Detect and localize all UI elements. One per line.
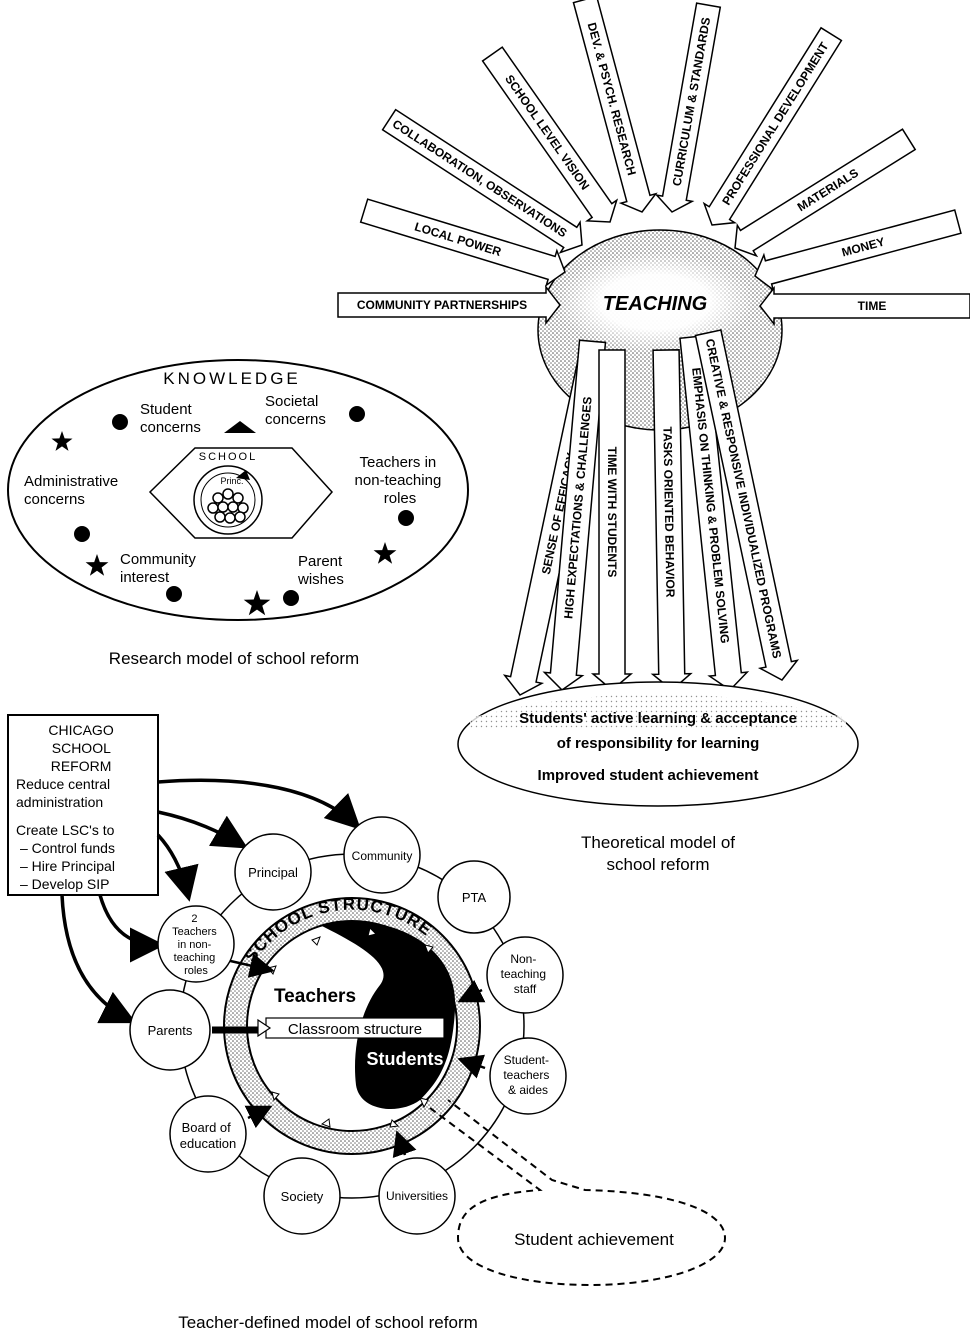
- arrow-to-teachers-roles: [158, 835, 188, 895]
- node-board-label: Board of education: [180, 1120, 236, 1151]
- dot-marker: [283, 590, 299, 606]
- dot-marker: [166, 586, 182, 602]
- theoretical-caption-2: school reform: [607, 855, 710, 874]
- achievement-label: Student achievement: [514, 1230, 674, 1249]
- input-arrow-10-label: TIME: [858, 299, 887, 313]
- dot-marker: [74, 526, 90, 542]
- output-arrow-3: TIME WITH STUDENTS: [593, 350, 631, 690]
- arrow-to-parents: [62, 895, 130, 1020]
- students-label: Students: [366, 1049, 443, 1069]
- teaching-label: TEACHING: [603, 293, 707, 315]
- node-pta-label: PTA: [462, 890, 487, 905]
- node-student-teachers-label: Student- teachers & aides: [503, 1053, 552, 1097]
- input-arrow-10: TIME: [760, 288, 970, 324]
- dot-marker: [349, 406, 365, 422]
- teacher-caption: Teacher-defined model of school reform: [178, 1313, 478, 1332]
- knowledge-title: KNOWLEDGE: [163, 369, 301, 388]
- input-arrow-6: CURRICULUM & STANDARDS: [654, 2, 726, 215]
- research-model: KNOWLEDGE Student concerns Societal conc…: [8, 360, 468, 668]
- student-concerns-label: Student concerns: [140, 401, 201, 436]
- node-universities-label: Universities: [386, 1189, 448, 1203]
- arrow-to-community: [158, 780, 356, 825]
- principal-mini-label: Princ.: [220, 476, 243, 486]
- achievement-bubble: [430, 1100, 725, 1285]
- teachers-label: Teachers: [274, 986, 356, 1007]
- input-arrow-1-label: COMMUNITY PARTNERSHIPS: [357, 298, 527, 312]
- input-arrow-5-label: DEV. & PSYCH. RESEARCH: [585, 21, 639, 177]
- result-line-1: Students' active learning & acceptance: [519, 710, 797, 727]
- node-principal-label: Principal: [248, 865, 298, 880]
- classroom-structure-label: Classroom structure: [288, 1021, 422, 1038]
- school-label: SCHOOL: [199, 451, 257, 463]
- input-arrow-1: COMMUNITY PARTNERSHIPS: [338, 287, 560, 323]
- result-line-3: Improved student achievement: [538, 767, 759, 784]
- arrow-to-teachers-roles-2: [100, 895, 158, 945]
- node-community-label: Community: [352, 849, 413, 863]
- result-line-2: of responsibility for learning: [557, 735, 760, 752]
- research-caption: Research model of school reform: [109, 649, 359, 668]
- arrow-to-principal: [158, 812, 242, 845]
- node-society-label: Society: [281, 1189, 324, 1204]
- societal-concerns-label: Societal concerns: [265, 393, 326, 428]
- output-arrow-3-label: TIME WITH STUDENTS: [605, 447, 619, 578]
- parent-wishes-label: Parent wishes: [297, 553, 346, 588]
- dot-marker: [112, 414, 128, 430]
- node-parents-label: Parents: [148, 1023, 193, 1038]
- output-arrow-4-label: TASKS ORIENTED BEHAVIOR: [660, 426, 677, 597]
- input-arrow-7-label: PROFESSIONAL DEVELOPMENT: [719, 39, 831, 207]
- dot-marker: [398, 510, 414, 526]
- teacher-model: CHICAGO SCHOOL REFORM Reduce central adm…: [8, 715, 725, 1332]
- input-arrow-4-label: SCHOOL LEVEL VISION: [502, 72, 592, 192]
- theoretical-caption-1: Theoretical model of: [581, 833, 735, 852]
